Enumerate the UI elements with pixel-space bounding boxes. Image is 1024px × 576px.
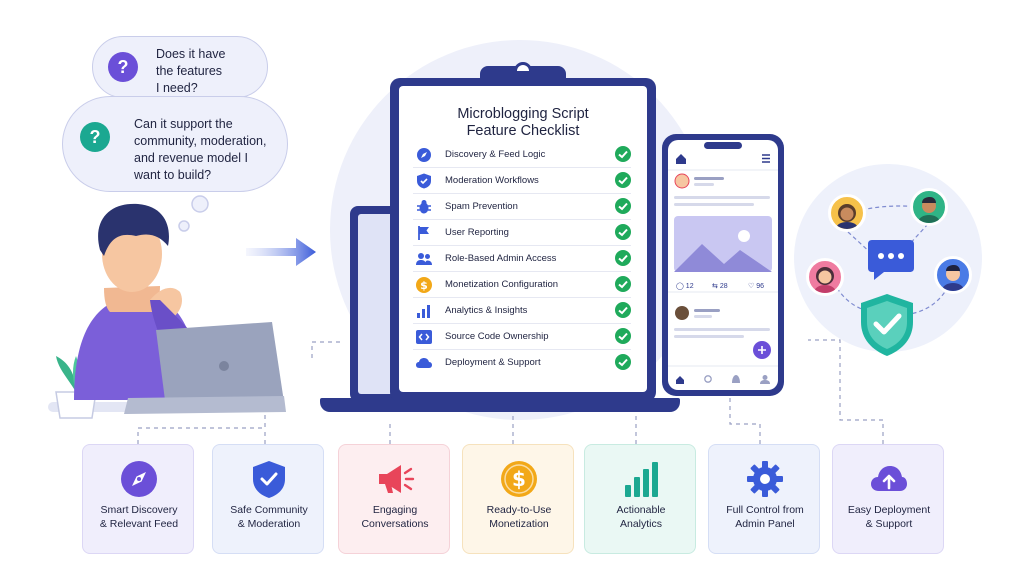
compass-icon (417, 148, 431, 162)
checklist-item: Moderation Workflows (413, 170, 631, 194)
checklist-label: Deployment & Support (445, 357, 541, 368)
check-icon (615, 146, 631, 162)
checklist-label: User Reporting (445, 227, 509, 238)
checklist-label: Discovery & Feed Logic (445, 149, 546, 160)
checklist-item: Analytics & Insights (413, 300, 631, 324)
like-count: ♡ 96 (748, 283, 765, 290)
avatar (934, 256, 972, 294)
checklist-label: Monetization Configuration (445, 279, 559, 290)
feature-card-deployment: Easy Deployment& Support (832, 444, 944, 554)
checklist-item: Role-Based Admin Access (413, 248, 631, 272)
desk-laptop-illustration (124, 322, 286, 414)
repost-count: ⇆ 28 (712, 283, 728, 290)
checklist-label: Source Code Ownership (445, 331, 549, 342)
comment-icon: ◯ (676, 283, 684, 290)
thought-text-small: Does it have the features I need? (156, 47, 226, 95)
checklist-item: $ Monetization Configuration (413, 274, 631, 298)
checklist-title-line-1: Microblogging Script (457, 106, 589, 122)
feature-card-discovery: Smart Discovery& Relevant Feed (82, 444, 194, 554)
flag-icon (418, 226, 429, 240)
checklist-item: Spam Prevention (413, 196, 631, 220)
megaphone-icon (379, 465, 415, 493)
users-icon (416, 253, 432, 265)
heart-icon: ♡ (748, 283, 755, 290)
clipboard-clip-ring (514, 62, 532, 74)
comment-count: ◯ 12 (676, 283, 694, 290)
dollar-icon: $ (416, 277, 432, 293)
gear-icon (747, 461, 783, 497)
checklist-item: Source Code Ownership (413, 326, 631, 350)
phone-screen (668, 140, 778, 390)
svg-text:$: $ (512, 467, 526, 491)
checklist-label: Role-Based Admin Access (445, 253, 557, 264)
chart-icon (417, 305, 430, 318)
bug-icon (417, 200, 431, 214)
checklist-label: Analytics & Insights (445, 305, 528, 316)
svg-text:$: $ (420, 279, 428, 292)
shield-check-icon (253, 461, 285, 498)
check-icon (615, 328, 631, 344)
chat-bubble-icon (868, 240, 914, 280)
avatar (910, 188, 948, 226)
cloud-icon (416, 358, 432, 368)
bar-chart-icon (625, 462, 658, 497)
question-icon: ? (108, 52, 138, 82)
phone-feed-mockup (668, 142, 778, 384)
feature-checklist: Microblogging Script Feature Checklist D… (399, 86, 647, 392)
check-icon (615, 354, 631, 370)
bottom-nav-icons (676, 375, 770, 384)
checklist-title-line-2: Feature Checklist (466, 123, 580, 139)
home-icon (676, 154, 686, 164)
checklist-label: Moderation Workflows (445, 175, 539, 186)
shield-icon (417, 173, 431, 189)
avatar (806, 258, 844, 296)
cloud-upload-icon (871, 466, 907, 491)
compass-icon (121, 461, 157, 497)
check-icon (615, 250, 631, 266)
checklist-item: Discovery & Feed Logic (413, 144, 631, 168)
checklist-item: User Reporting (413, 222, 631, 246)
check-icon (615, 224, 631, 240)
check-icon (615, 302, 631, 318)
check-icon (615, 172, 631, 188)
question-icon: ? (80, 122, 110, 152)
checklist-item: Deployment & Support (413, 352, 631, 376)
menu-icon (762, 154, 770, 163)
feature-card-moderation: Safe Community& Moderation (212, 444, 324, 554)
check-icon (615, 276, 631, 292)
thought-text-large: Can it support the community, moderation… (134, 117, 267, 182)
check-icon (615, 198, 631, 214)
dollar-coin-icon: $ (501, 461, 537, 497)
avatar (828, 194, 866, 232)
repost-icon: ⇆ (712, 283, 718, 290)
code-icon (416, 330, 432, 344)
checklist-label: Spam Prevention (445, 201, 518, 212)
shield-check-icon (861, 294, 913, 356)
